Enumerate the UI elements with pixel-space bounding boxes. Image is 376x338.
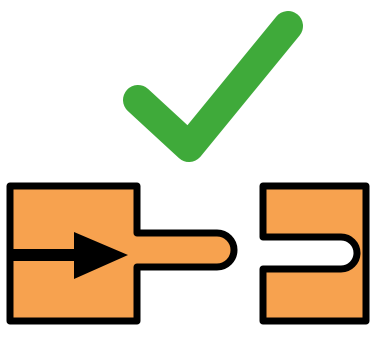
- right-connector-slot: [259, 182, 370, 325]
- checkmark-icon: [123, 11, 303, 162]
- arrow-right-icon: [8, 232, 128, 279]
